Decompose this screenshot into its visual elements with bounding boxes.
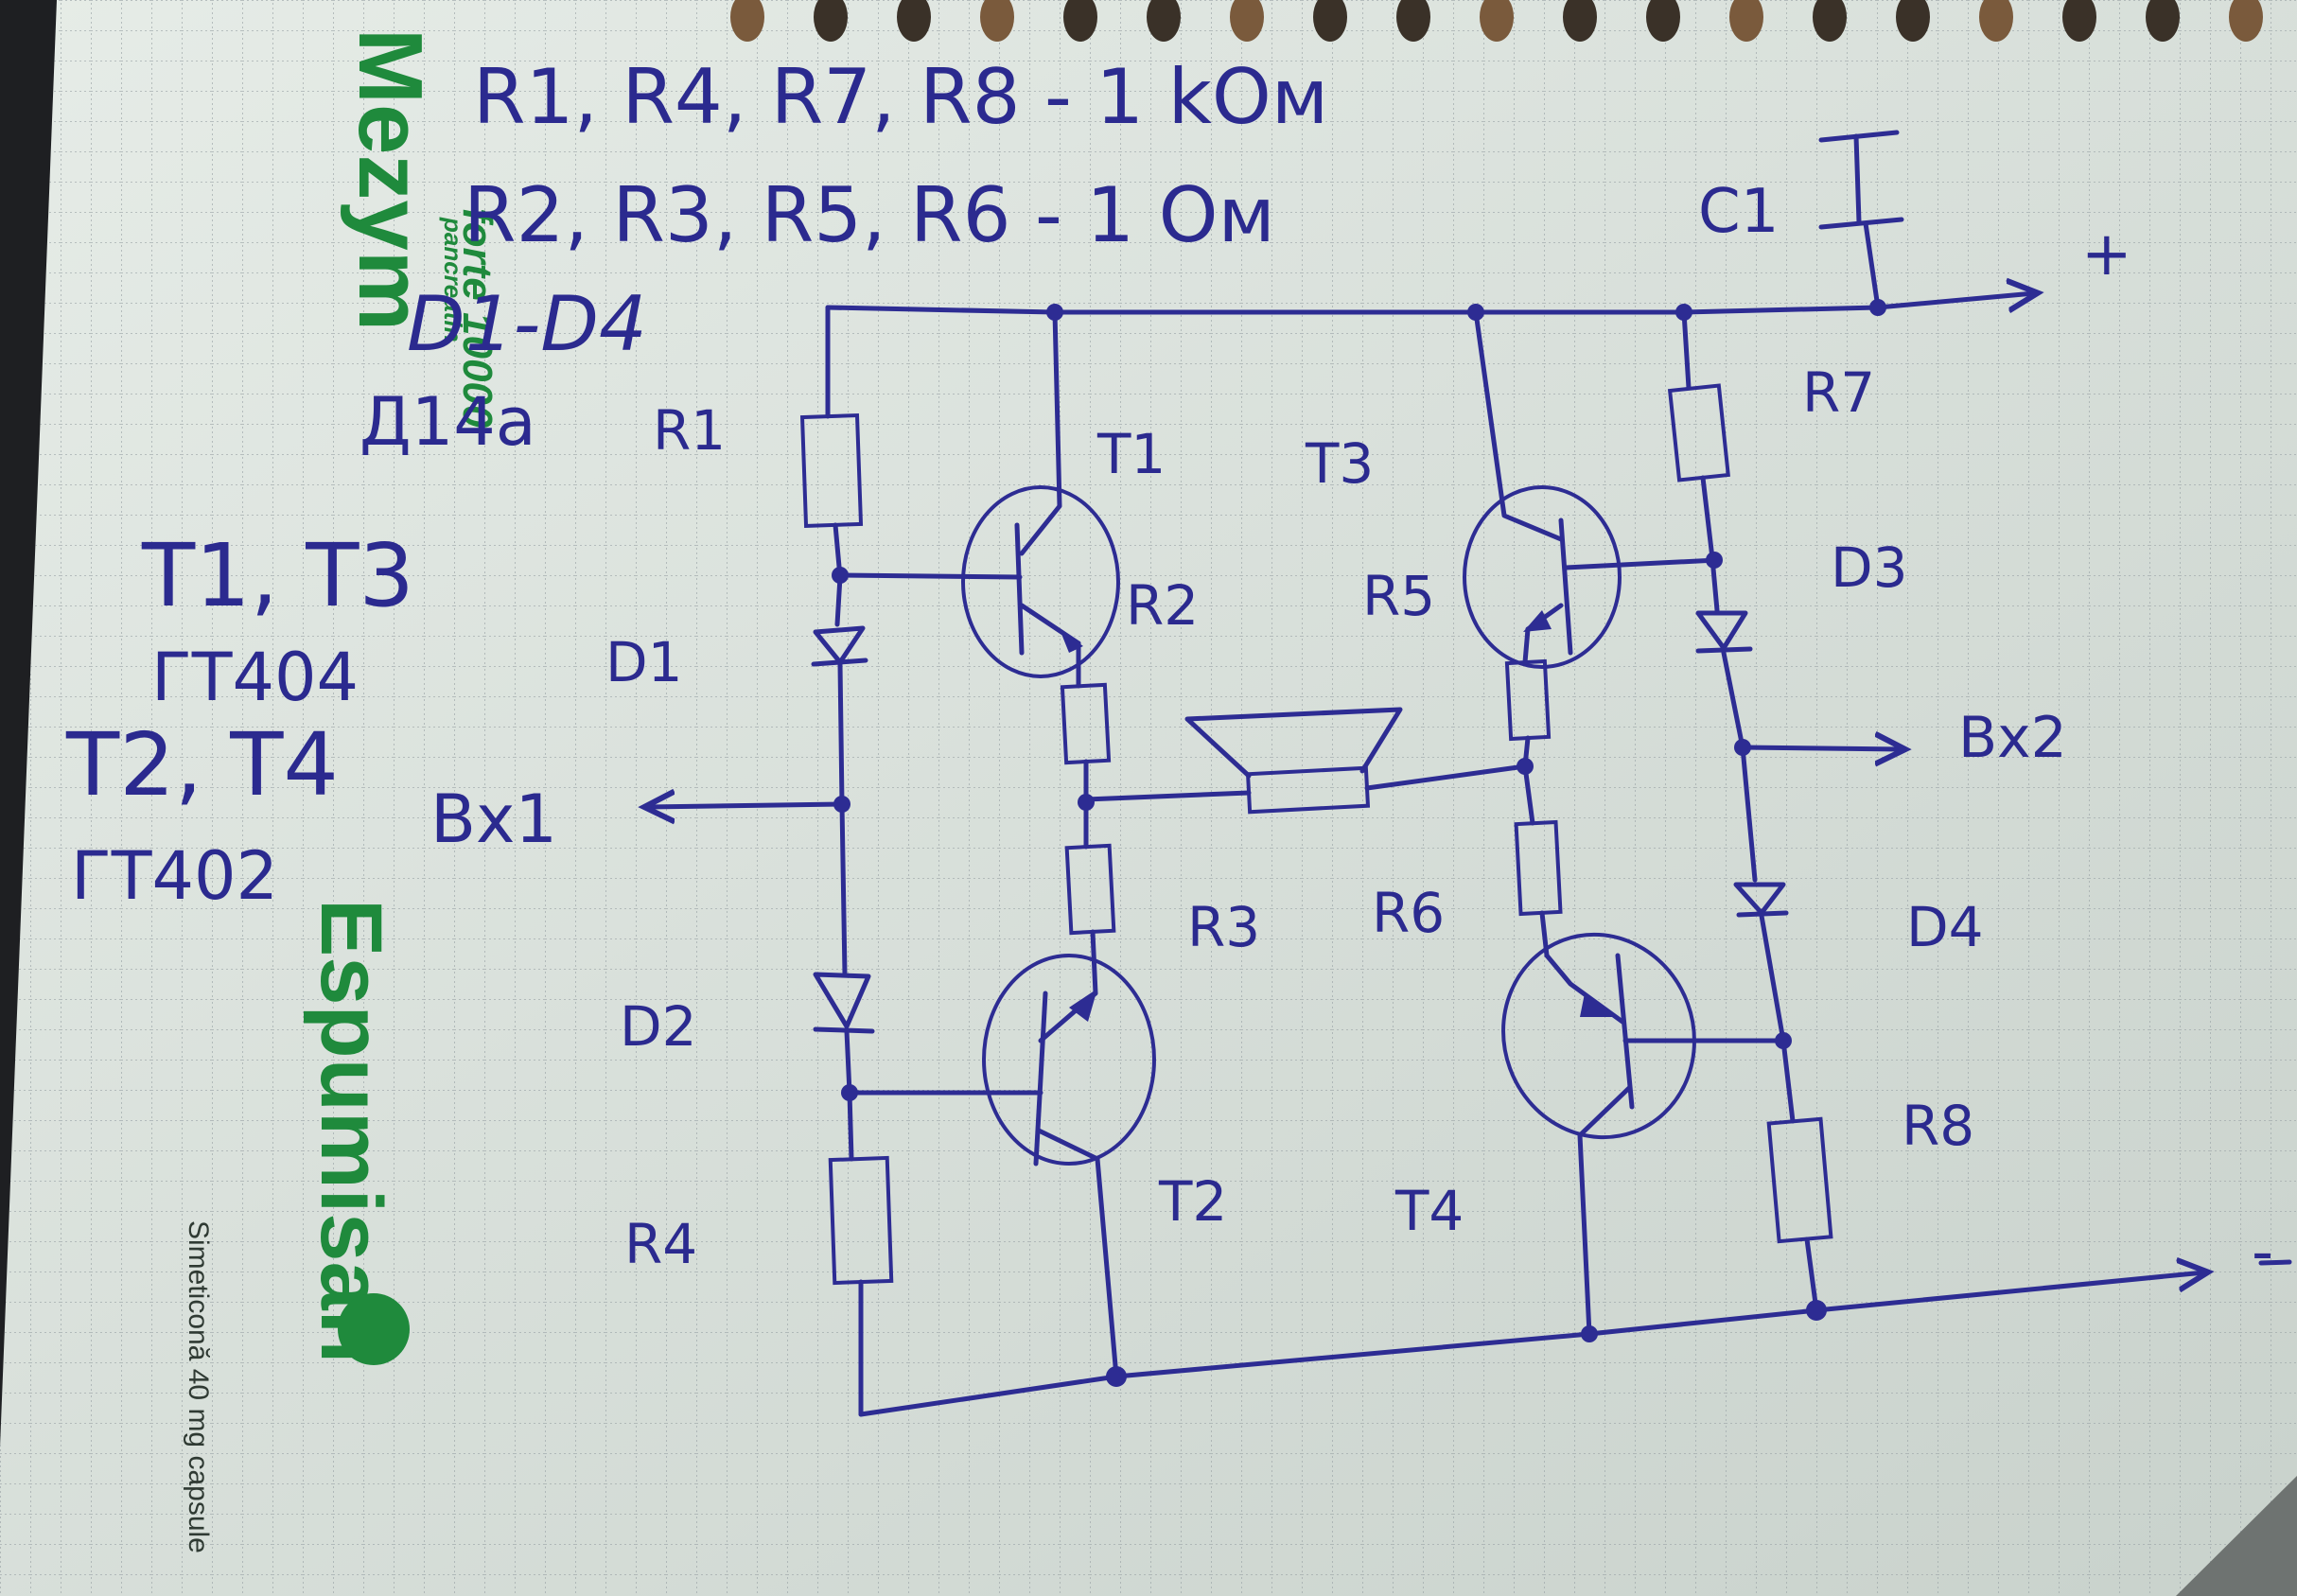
label-bx2: Bx2 (1958, 705, 2067, 771)
mezym-forte: forte 10000 (454, 208, 500, 429)
binding-hole (814, 0, 848, 42)
wire-r8-bottom (1804, 1236, 1819, 1313)
binding-hole (2062, 0, 2096, 42)
mezym-logo: Mezym pancreatin forte 10000 (340, 28, 500, 429)
label-r2: R2 (1126, 573, 1199, 638)
binding-hole (1313, 0, 1347, 42)
diode-d2 (813, 972, 875, 1034)
binding-hole (1147, 0, 1181, 42)
binding-hole (1230, 0, 1264, 42)
note-line2: R2, R3, R5, R6 - 1 Ом (464, 171, 1275, 259)
circuit-labels: C1 + - R1 R2 R3 R4 R5 R6 R7 R8 T1 T2 T3 … (430, 177, 2273, 1288)
label-r1: R1 (653, 398, 726, 463)
note-line4: Д14а (359, 383, 536, 461)
wire-r7-top (1681, 309, 1692, 391)
espumisan-sub: Simeticonă 40 mg capsule (183, 1220, 214, 1553)
binding-hole (1729, 0, 1763, 42)
label-c1: C1 (1698, 177, 1779, 247)
transistor-t1 (837, 309, 1120, 689)
label-plus: + (2081, 219, 2132, 289)
bx1-input-line (648, 804, 845, 807)
capacitor-c1 (1818, 130, 1904, 310)
label-minus: - (2252, 1218, 2273, 1288)
junction-dots (832, 299, 1886, 1387)
label-r5: R5 (1362, 564, 1435, 628)
binding-hole (1896, 0, 1930, 42)
mezym-sub: pancreatin (439, 217, 467, 342)
spiral-binding (730, 0, 2263, 42)
minus-stub (2258, 1259, 2292, 1266)
espumisan-title: Espumisan (303, 899, 399, 1363)
transistor-t3 (1463, 309, 1720, 669)
label-t2: T2 (1158, 1169, 1227, 1234)
binding-hole (1563, 0, 1597, 42)
note-line1: R1, R4, R7, R8 - 1 kOм (473, 53, 1328, 141)
espumisan-dot (338, 1293, 410, 1365)
label-bx1: Bx1 (430, 780, 557, 858)
top-rail (825, 293, 2034, 315)
circuit: C1 + - R1 R2 R3 R4 R5 R6 R7 R8 T1 T2 T3 … (430, 130, 2292, 1417)
label-d3: D3 (1831, 535, 1908, 600)
binding-hole (980, 0, 1014, 42)
binding-hole (2146, 0, 2180, 42)
label-r8: R8 (1902, 1094, 1974, 1158)
label-r7: R7 (1802, 360, 1875, 425)
label-d2: D2 (620, 994, 697, 1059)
label-t1: T1 (1096, 422, 1166, 486)
transistor-t2 (847, 954, 1156, 1379)
label-t4: T4 (1394, 1179, 1464, 1243)
note-line6: ГТ404 (151, 639, 359, 716)
label-r6: R6 (1372, 881, 1445, 945)
binding-hole (730, 0, 764, 42)
label-d1: D1 (605, 630, 683, 694)
wire-r3-t2 (1090, 929, 1098, 996)
binding-hole (1063, 0, 1097, 42)
binding-hole (1813, 0, 1847, 42)
binding-hole (1979, 0, 2013, 42)
label-r4: R4 (624, 1212, 697, 1276)
transistor-t4 (1501, 932, 1786, 1337)
note-line8: ГТ402 (71, 837, 278, 915)
mezym-title: Mezym (340, 28, 441, 331)
espumisan-logo: Espumisan Simeticonă 40 mg capsule (183, 899, 399, 1553)
binding-hole (1480, 0, 1514, 42)
component-notes: R1, R4, R7, R8 - 1 kOм R2, R3, R5, R6 - … (65, 53, 1328, 915)
speaker (1083, 707, 1528, 815)
label-r3: R3 (1187, 895, 1260, 959)
label-d4: D4 (1906, 895, 1984, 959)
binding-hole (1396, 0, 1430, 42)
binding-hole (1646, 0, 1680, 42)
note-line5: T1, T3 (141, 525, 414, 626)
diode-d3 (1695, 610, 1753, 654)
binding-hole (897, 0, 931, 42)
note-line7: T2, T4 (65, 714, 339, 816)
binding-hole (2229, 0, 2263, 42)
bx2-output-line (1740, 747, 1902, 749)
note-line3: D1-D4 (407, 280, 647, 368)
label-t3: T3 (1305, 431, 1374, 496)
